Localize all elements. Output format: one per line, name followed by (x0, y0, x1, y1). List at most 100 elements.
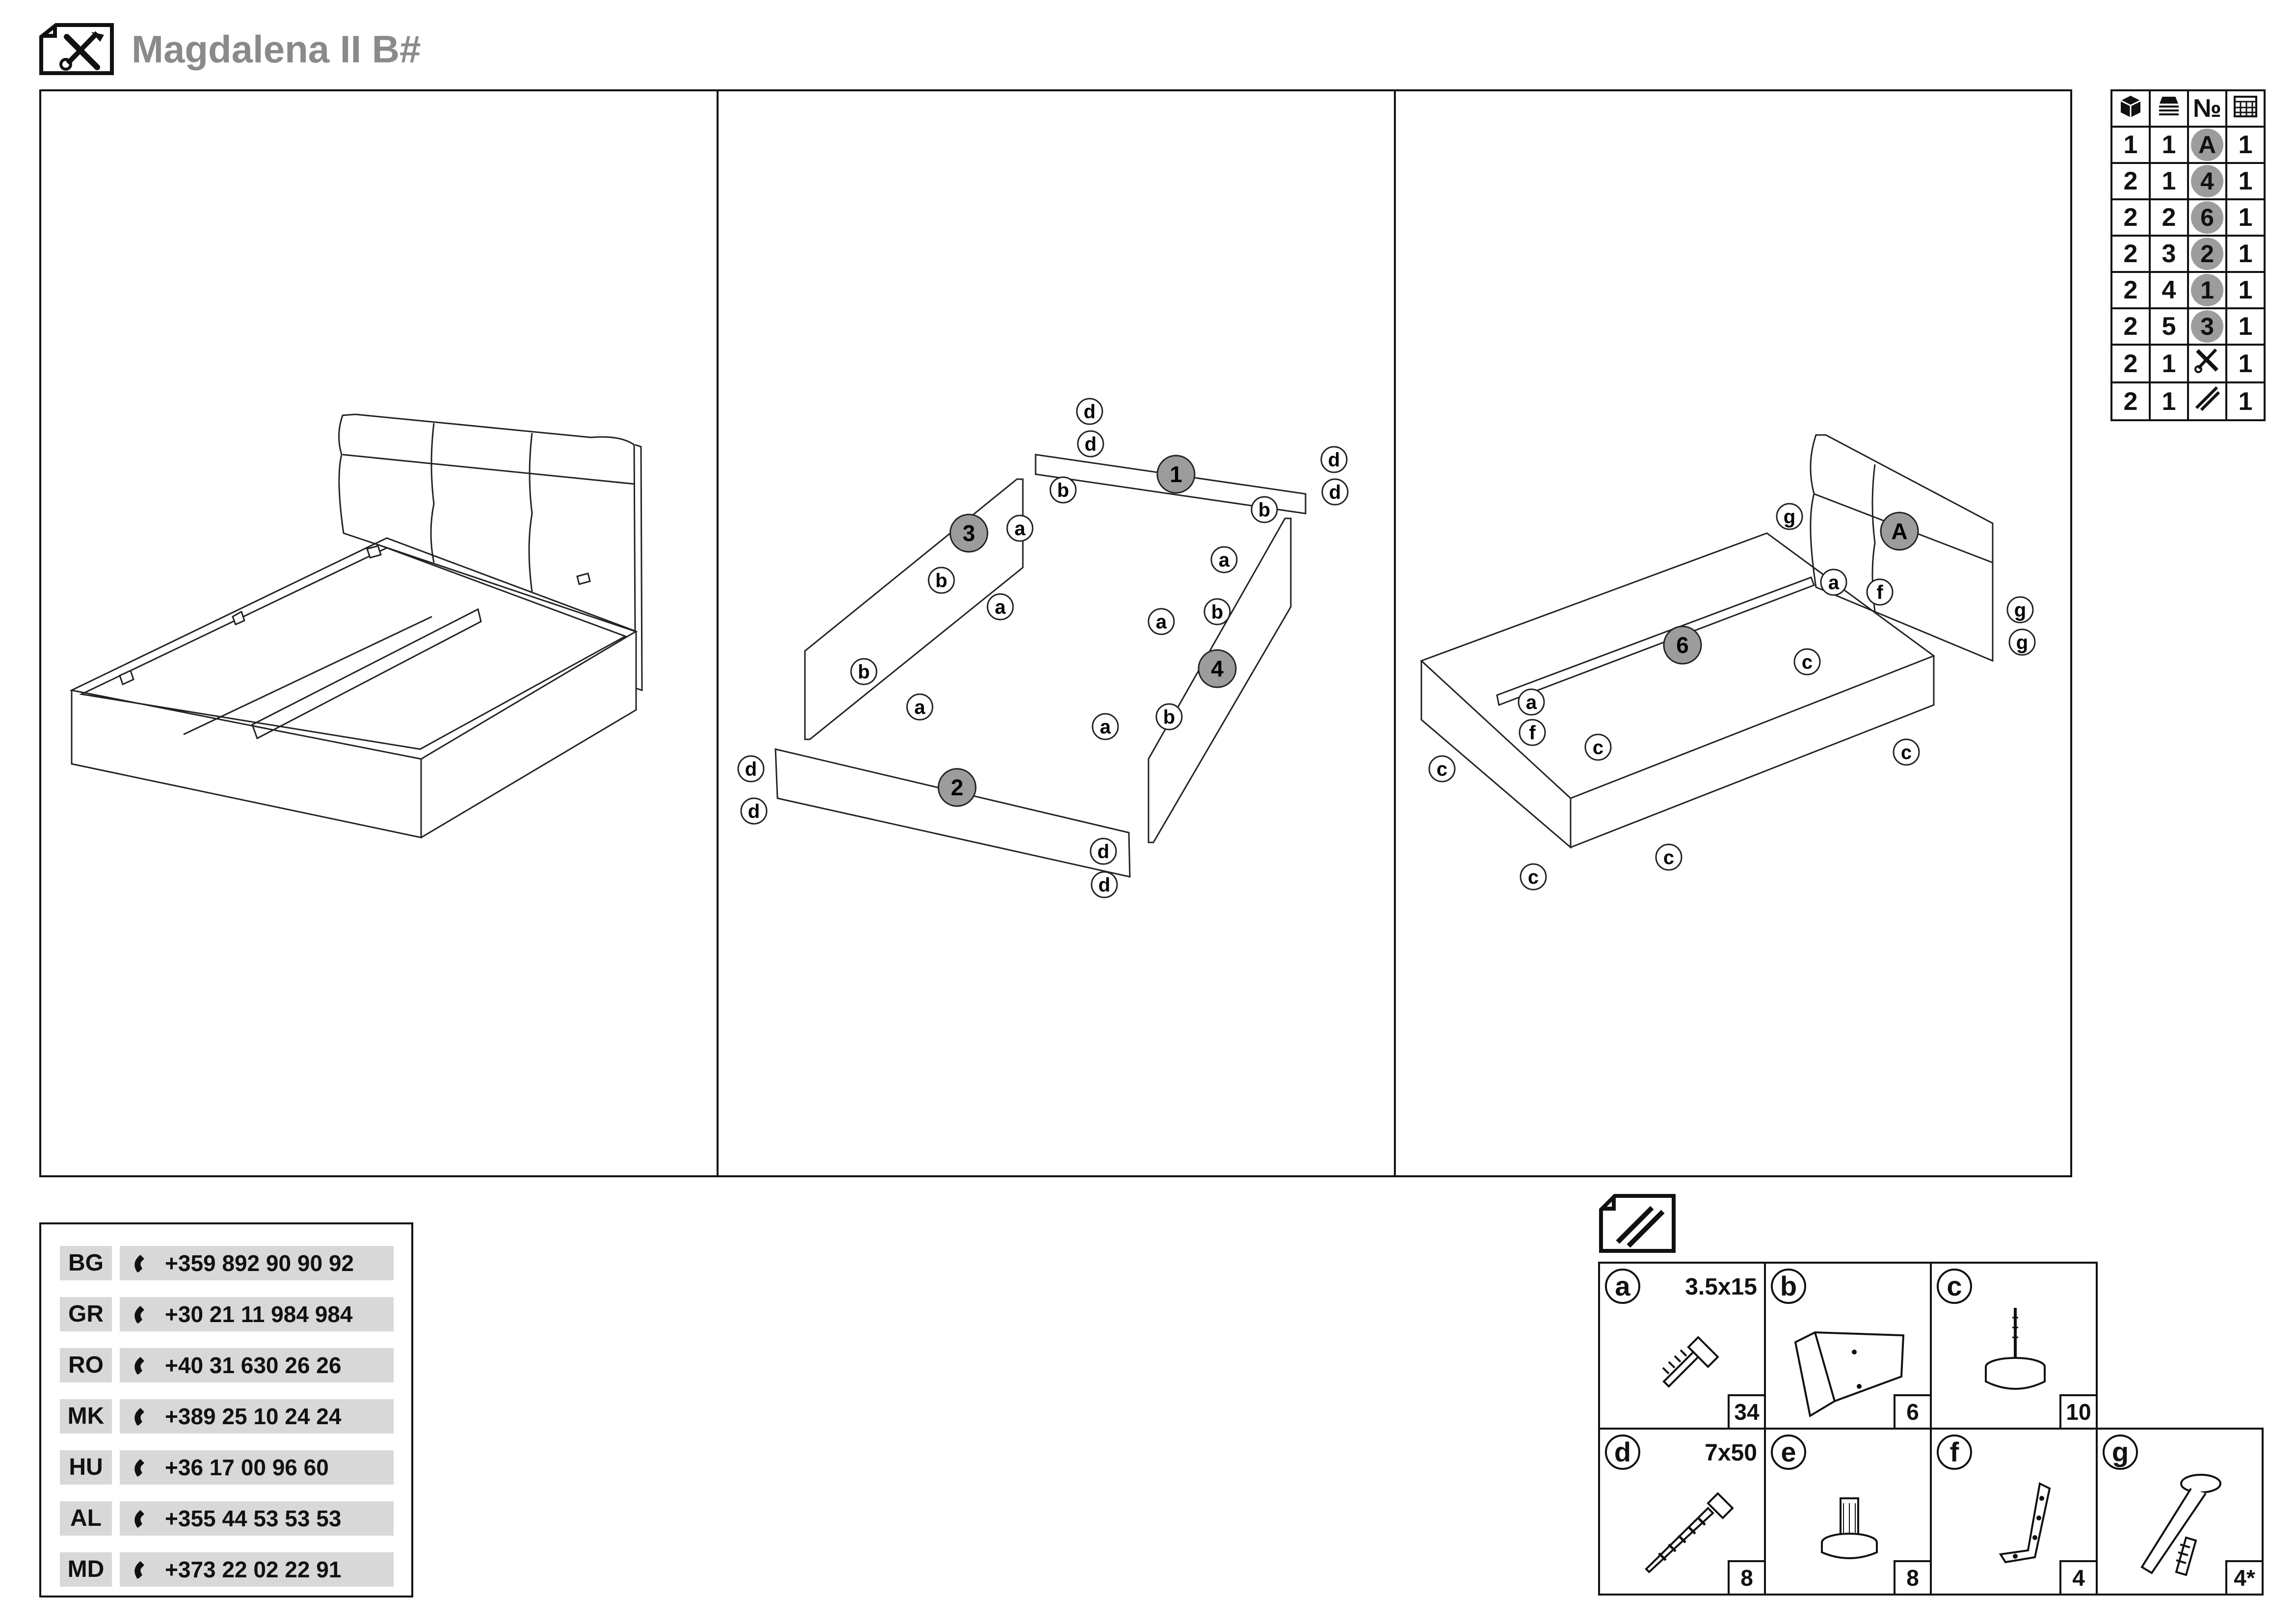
hardware-item-g: g 4* (2096, 1428, 2264, 1596)
hardware-callouts (737, 398, 1349, 898)
hardware-letter: g (2103, 1435, 2138, 1470)
phone-number: +40 31 630 26 26 (165, 1353, 342, 1378)
country-code: BG (60, 1246, 112, 1280)
svg-text:a: a (1828, 572, 1840, 594)
part-badges (1663, 512, 1919, 665)
svg-text:b: b (1057, 480, 1069, 501)
part-label-3: 3 (962, 520, 975, 546)
country-code: AL (60, 1501, 112, 1536)
svg-text:a: a (1015, 518, 1026, 540)
part-label-6: 6 (1676, 632, 1689, 658)
svg-text:d: d (1085, 433, 1096, 455)
svg-text:a: a (995, 596, 1006, 618)
svg-text:d: d (745, 758, 757, 780)
svg-text:a: a (1100, 716, 1111, 738)
svg-text:d: d (1084, 401, 1095, 423)
phone-number: +355 44 53 53 53 (165, 1506, 342, 1531)
svg-text:b: b (935, 570, 947, 592)
phone-field: +373 22 02 22 91 (120, 1552, 394, 1587)
phone-number: +36 17 00 96 60 (165, 1455, 329, 1480)
parts-table-header: № (2110, 89, 2266, 128)
contact-list: BG +359 892 90 90 92 GR +30 21 11 984 98… (39, 1222, 413, 1597)
bolt-icon (2140, 1474, 2221, 1576)
phone-field: +30 21 11 984 984 (120, 1297, 394, 1331)
hardware-qty: 4* (2225, 1560, 2264, 1596)
assembled-bed-drawing (69, 413, 643, 839)
svg-text:f: f (1876, 582, 1883, 603)
country-code: HU (60, 1450, 112, 1485)
svg-text:c: c (1593, 737, 1603, 758)
hardware-callouts (1428, 503, 2036, 891)
hardware-qty: 34 (1728, 1394, 1766, 1430)
screw-icon (1662, 1336, 1719, 1388)
hardware-qty: 8 (1728, 1560, 1766, 1596)
number-sign: № (2187, 89, 2227, 128)
dowel-foot-icon (1821, 1497, 1878, 1559)
hardware-letter: a (1605, 1269, 1640, 1304)
country-code: GR (60, 1297, 112, 1331)
svg-text:d: d (1098, 874, 1110, 896)
hardware-qty: 8 (1894, 1560, 1932, 1596)
svg-text:a: a (1156, 611, 1167, 633)
hardware-icon (2187, 381, 2227, 421)
svg-text:g: g (2014, 599, 2026, 621)
phone-field: +36 17 00 96 60 (120, 1450, 394, 1485)
stack-icon (2149, 89, 2189, 128)
hardware-qty: 4 (2059, 1560, 2098, 1596)
part-badges (937, 455, 1237, 807)
part-label-4: 4 (1211, 656, 1224, 681)
calendar-icon (2225, 89, 2266, 128)
svg-text:d: d (748, 801, 760, 822)
phone-icon (134, 1510, 144, 1528)
svg-text:b: b (858, 661, 870, 683)
hardware-item-f: f 4 (1930, 1428, 2098, 1596)
svg-text:b: b (1211, 601, 1223, 623)
phone-number: +389 25 10 24 24 (165, 1404, 342, 1429)
phone-field: +355 44 53 53 53 (120, 1501, 394, 1536)
hardware-qty: 6 (1894, 1394, 1932, 1430)
phone-icon (134, 1459, 144, 1477)
svg-text:g: g (2016, 632, 2028, 653)
hardware-item-c: c 10 (1930, 1262, 2098, 1430)
svg-text:c: c (1663, 847, 1674, 868)
hardware-letter: b (1771, 1269, 1806, 1304)
hardware-letter: f (1937, 1435, 1972, 1470)
hardware-item-e: e 8 (1764, 1428, 1932, 1596)
phone-number: +373 22 02 22 91 (165, 1557, 342, 1582)
part-label-1: 1 (1170, 461, 1182, 487)
phone-icon (134, 1306, 144, 1324)
box-icon (2110, 89, 2151, 128)
phone-icon (134, 1561, 144, 1579)
svg-text:c: c (1802, 651, 1813, 673)
phone-field: +389 25 10 24 24 (120, 1399, 394, 1434)
hardware-item-d: d 7x50 8 (1598, 1428, 1766, 1596)
glide-nail-icon (1985, 1308, 2046, 1390)
hardware-size: 3.5x15 (1685, 1274, 1757, 1300)
svg-text:b: b (1163, 706, 1175, 728)
document-title: Magdalena II B# (132, 27, 421, 71)
phone-icon (134, 1357, 144, 1375)
svg-text:a: a (914, 697, 926, 718)
svg-text:a: a (1219, 549, 1230, 571)
confirmat-screw-icon (1645, 1492, 1734, 1573)
phone-field: +40 31 630 26 26 (120, 1348, 394, 1382)
country-code: MK (60, 1399, 112, 1434)
country-code: RO (60, 1348, 112, 1382)
part-label-A: A (1891, 518, 1907, 544)
phone-icon (134, 1408, 144, 1426)
svg-text:f: f (1529, 722, 1536, 744)
hardware-letter: e (1771, 1435, 1806, 1470)
panel-assembled-bed (39, 89, 719, 1177)
svg-text:d: d (1097, 841, 1109, 863)
